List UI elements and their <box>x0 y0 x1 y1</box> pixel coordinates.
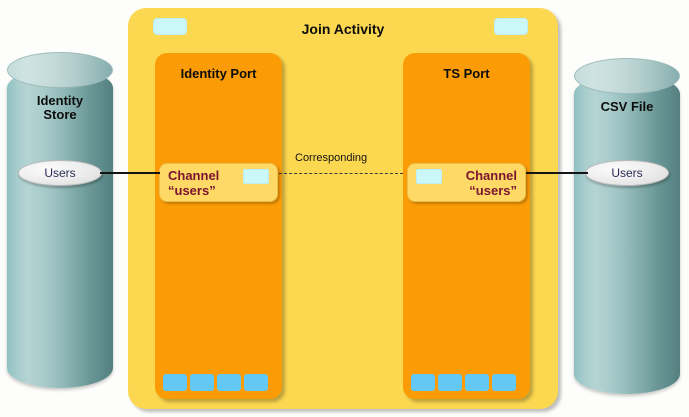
port-slot[interactable] <box>492 374 516 391</box>
port-ts-slot-row <box>411 374 516 391</box>
corresponding-dashed-connector[interactable] <box>279 173 403 174</box>
datastore-label-line1: CSV File <box>600 99 654 114</box>
port-slot[interactable] <box>190 374 214 391</box>
channel-label-line2: “users” <box>168 183 216 198</box>
wire-identity-store-to-channel[interactable] <box>100 172 160 174</box>
cylinder-body <box>574 74 680 394</box>
channel-identity-users[interactable]: Channel “users” <box>159 163 278 202</box>
channel-connector-chip-icon[interactable] <box>416 169 442 184</box>
channel-ts-label: Channel “users” <box>466 168 517 198</box>
port-ts-title: TS Port <box>443 66 490 81</box>
join-activity-container[interactable]: Join Activity Identity Port Channel “use… <box>128 8 558 409</box>
port-slot[interactable] <box>217 374 241 391</box>
port-identity[interactable]: Identity Port Channel “users” <box>155 53 282 399</box>
corresponding-label: Corresponding <box>295 152 368 164</box>
channel-label-line2: “users” <box>469 183 517 198</box>
port-slot[interactable] <box>465 374 489 391</box>
cylinder-top-ellipse <box>574 58 680 94</box>
channel-identity-label: Channel “users” <box>168 168 219 198</box>
activity-tab-chip-left[interactable] <box>153 18 187 35</box>
cylinder-top-ellipse <box>7 52 113 88</box>
datastore-label-line1: Identity <box>36 93 84 108</box>
datastore-label-line2: Store <box>43 107 77 122</box>
channel-connector-chip-icon[interactable] <box>243 169 269 184</box>
datastore-table-users-right[interactable]: Users <box>585 160 669 186</box>
port-slot[interactable] <box>411 374 435 391</box>
port-slot[interactable] <box>163 374 187 391</box>
port-slot[interactable] <box>438 374 462 391</box>
datastore-table-users-left[interactable]: Users <box>18 160 102 186</box>
port-identity-title: Identity Port <box>180 66 257 81</box>
join-activity-title: Join Activity <box>301 21 385 37</box>
port-slot[interactable] <box>244 374 268 391</box>
datastore-identity-store[interactable]: Identity Store Users <box>7 50 113 402</box>
channel-ts-users[interactable]: Channel “users” <box>407 163 526 202</box>
datastore-label-csv-file: CSV File <box>574 100 680 114</box>
wire-channel-to-csv-file[interactable] <box>526 172 588 174</box>
datastore-csv-file[interactable]: CSV File Users <box>574 56 680 408</box>
datastore-label-identity-store: Identity Store <box>7 94 113 122</box>
cylinder-body <box>7 68 113 388</box>
activity-tab-chip-right[interactable] <box>494 18 528 35</box>
port-ts[interactable]: TS Port Channel “users” <box>403 53 530 399</box>
channel-label-line1: Channel <box>168 168 220 183</box>
port-identity-slot-row <box>163 374 268 391</box>
channel-label-line1: Channel <box>465 168 517 183</box>
